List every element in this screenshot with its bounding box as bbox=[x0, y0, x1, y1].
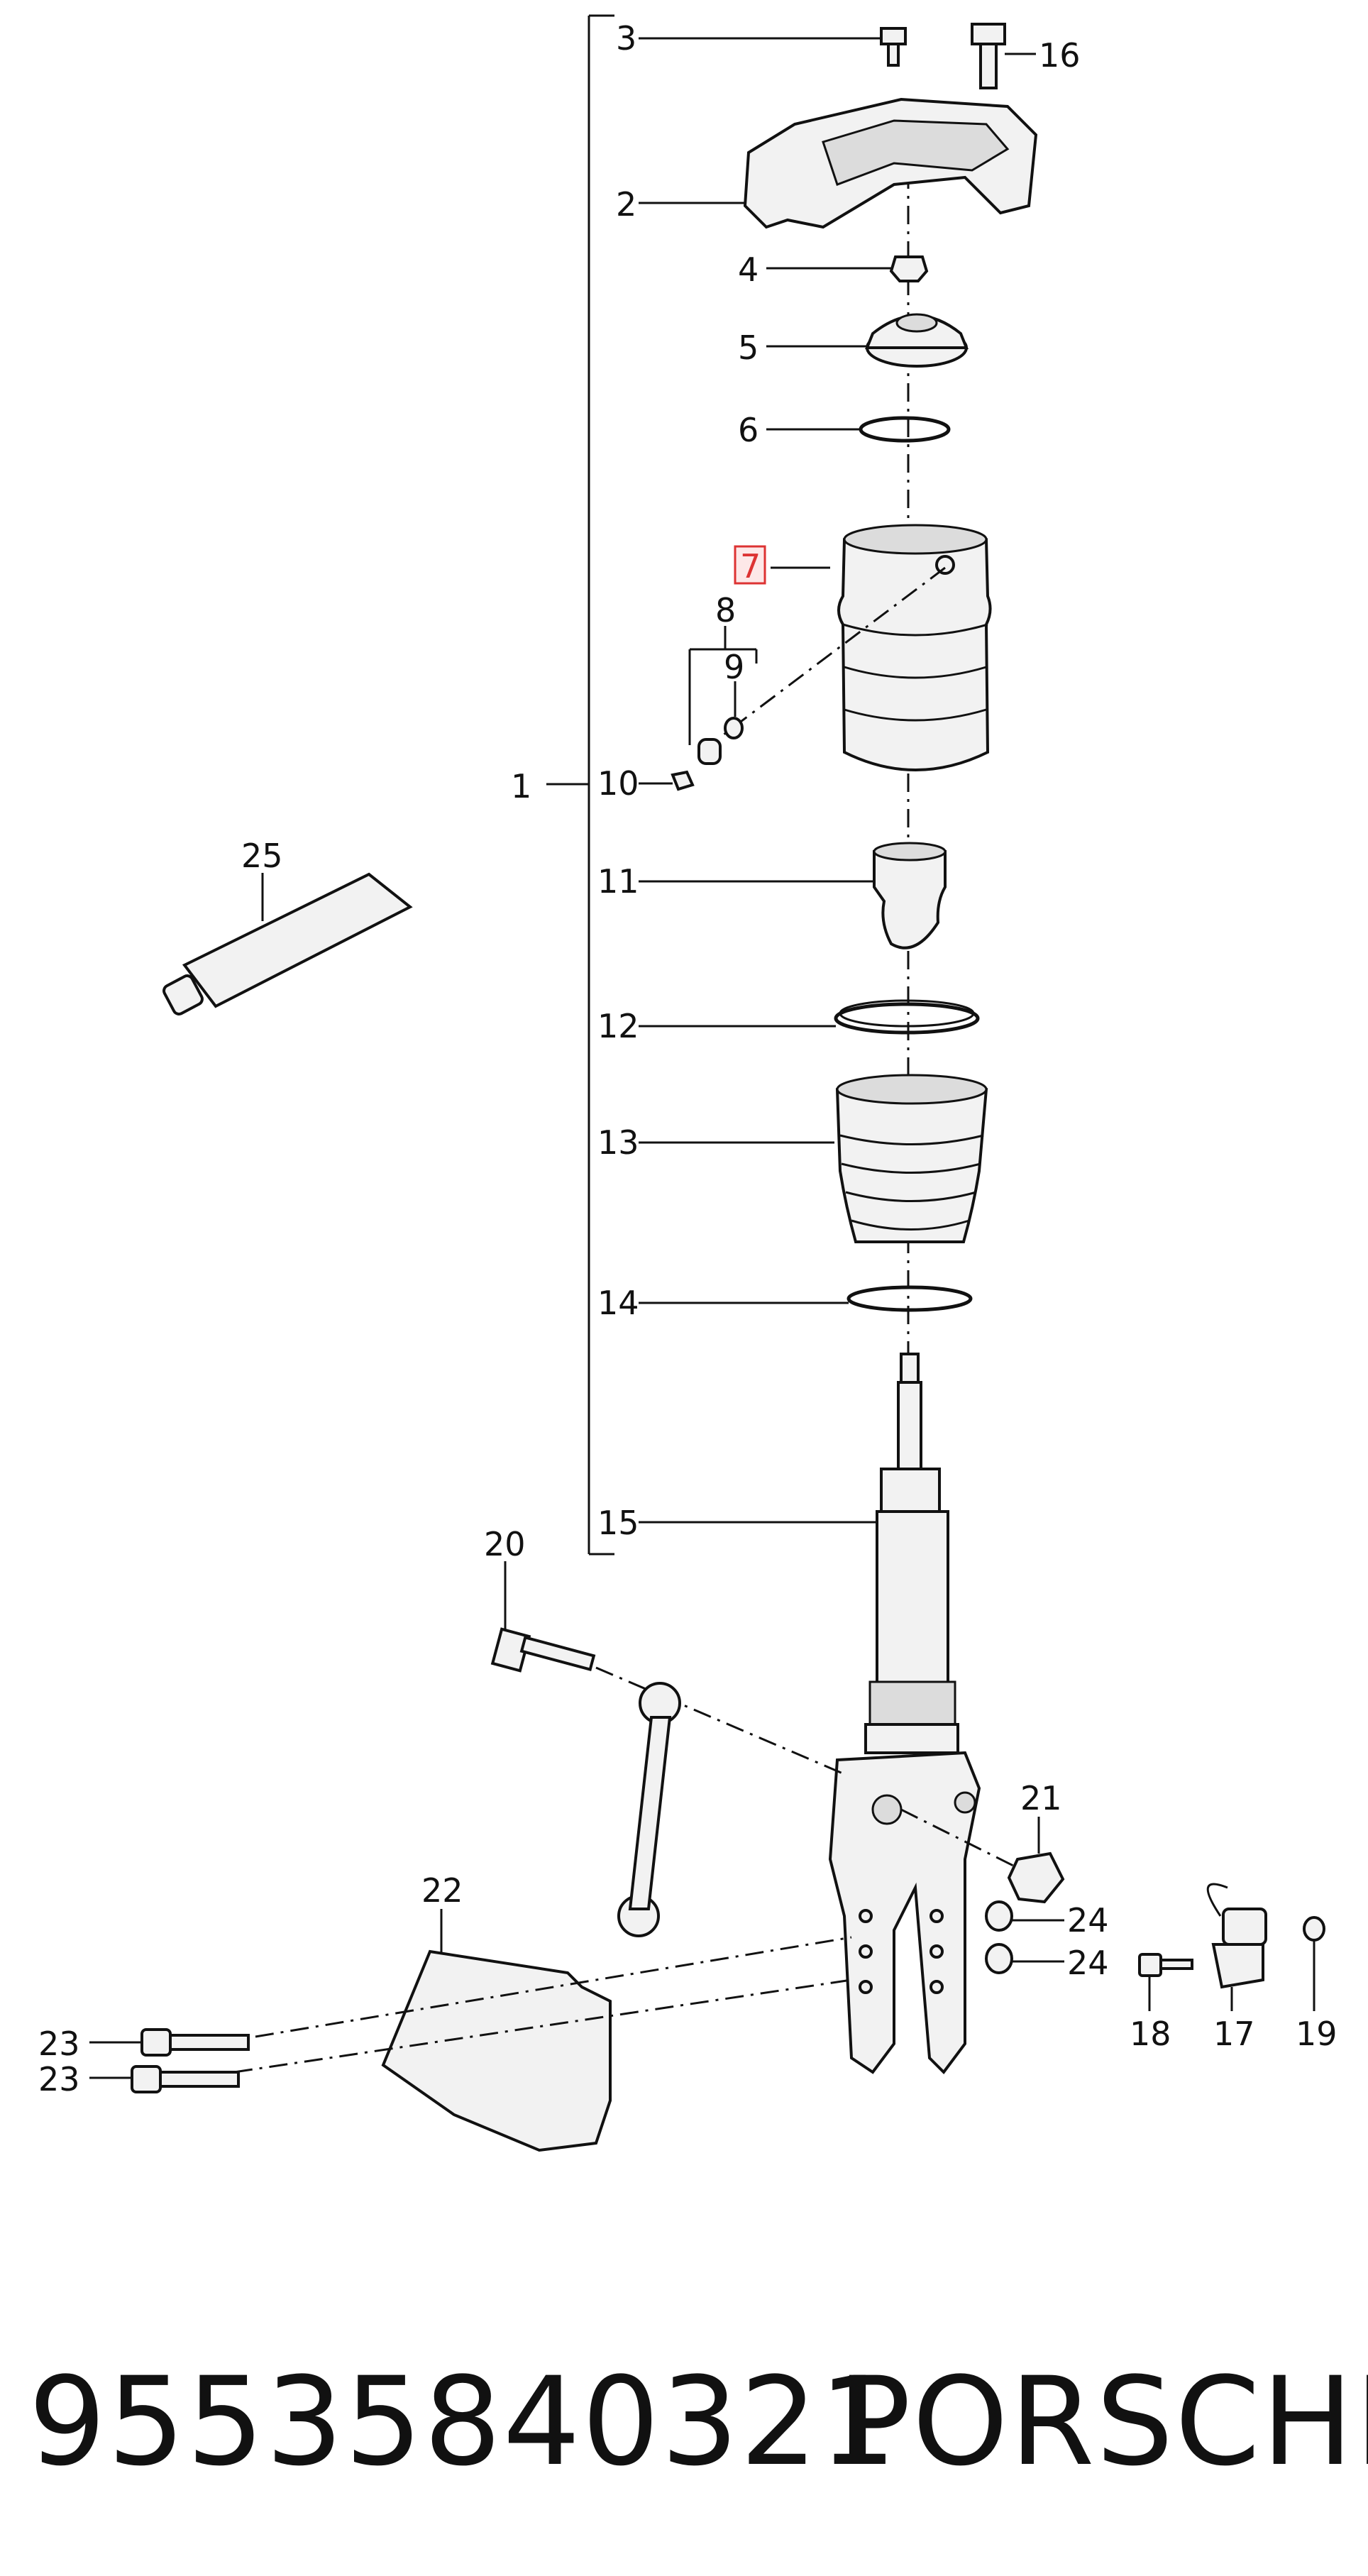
callout-3[interactable]: 3 bbox=[616, 19, 636, 57]
part-5-bearing bbox=[766, 313, 969, 368]
part-12-clamp-ring bbox=[639, 999, 980, 1035]
part-14-seal-ring bbox=[639, 1285, 973, 1312]
part-23-bolts bbox=[89, 2028, 250, 2093]
callout-20[interactable]: 20 bbox=[484, 1525, 526, 1563]
part-15-shock-absorber bbox=[639, 1353, 959, 1754]
part-21-nut bbox=[900, 1808, 1065, 1904]
callout-23-top[interactable]: 23 bbox=[38, 2025, 80, 2063]
assembly-bracket bbox=[546, 14, 614, 1556]
callout-9[interactable]: 9 bbox=[724, 648, 744, 686]
parts-17-18-19-sensor bbox=[1138, 1883, 1325, 2011]
callout-19[interactable]: 19 bbox=[1296, 2015, 1337, 2053]
part-4-nut bbox=[766, 255, 929, 282]
callout-7-highlight bbox=[734, 545, 766, 585]
part-2-top-mount bbox=[639, 97, 1038, 229]
callout-16[interactable]: 16 bbox=[1039, 36, 1081, 75]
callout-24-bottom[interactable]: 24 bbox=[1067, 1944, 1109, 1982]
part-20-bolt bbox=[490, 1561, 845, 1776]
part-6-ring bbox=[766, 416, 951, 443]
callout-24-top[interactable]: 24 bbox=[1067, 1901, 1109, 1939]
part-25-grease-tube bbox=[162, 872, 413, 1015]
part-3-bolt bbox=[639, 27, 907, 67]
callout-12[interactable]: 12 bbox=[597, 1007, 639, 1045]
callout-17[interactable]: 17 bbox=[1213, 2015, 1255, 2053]
callout-11[interactable]: 11 bbox=[597, 862, 639, 901]
callout-6[interactable]: 6 bbox=[738, 411, 759, 449]
callout-8[interactable]: 8 bbox=[715, 591, 736, 629]
callout-10[interactable]: 10 bbox=[597, 764, 639, 803]
callout-14[interactable]: 14 bbox=[597, 1284, 639, 1322]
callout-7[interactable]: 7 bbox=[740, 547, 761, 585]
callout-22[interactable]: 22 bbox=[421, 1871, 463, 1910]
callout-2[interactable]: 2 bbox=[616, 185, 636, 224]
callout-13[interactable]: 13 bbox=[597, 1123, 639, 1162]
callout-1[interactable]: 1 bbox=[511, 767, 531, 805]
part-24-nuts bbox=[985, 1900, 1064, 1974]
part-number: 95535840321 bbox=[28, 2350, 898, 2493]
callout-labels: 1 2 3 4 5 6 7 8 9 10 11 12 13 14 15 16 1… bbox=[38, 19, 1337, 2098]
part-11-bump-stop bbox=[639, 842, 947, 950]
part-13-bellows bbox=[639, 1074, 988, 1243]
strut-knuckle bbox=[828, 1751, 981, 2075]
callout-15[interactable]: 15 bbox=[597, 1504, 639, 1542]
callout-25[interactable]: 25 bbox=[241, 837, 283, 875]
brand-name: PORSCHE bbox=[837, 2350, 1368, 2493]
parts-8-9-10-valve bbox=[639, 626, 758, 791]
callout-21[interactable]: 21 bbox=[1020, 1779, 1062, 1817]
callout-18[interactable]: 18 bbox=[1130, 2015, 1171, 2053]
callout-23-bottom[interactable]: 23 bbox=[38, 2060, 80, 2098]
part-16-bolt bbox=[971, 23, 1036, 89]
stabilizer-link bbox=[617, 1682, 681, 1937]
callout-5[interactable]: 5 bbox=[738, 329, 759, 367]
part-22-heat-shield bbox=[233, 1909, 852, 2152]
callout-4[interactable]: 4 bbox=[738, 251, 759, 289]
part-7-air-spring bbox=[723, 524, 992, 771]
